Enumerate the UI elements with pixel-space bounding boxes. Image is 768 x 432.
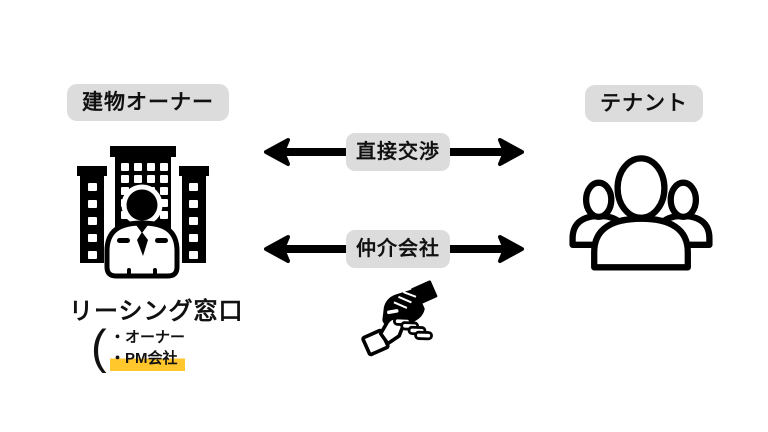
people-group-icon [569, 155, 713, 271]
broker-company-label: 仲介会社 [346, 230, 450, 268]
list-item-pm-company-highlighted: ・PM会社 [110, 348, 186, 371]
building-owner-badge: 建物オーナー [67, 84, 229, 121]
leasing-bullet-list: ・オーナー ・PM会社 [110, 327, 186, 371]
direct-negotiation-label: 直接交渉 [346, 133, 450, 171]
tenant-group-icon [569, 152, 713, 271]
building-owner-icon [77, 139, 209, 285]
left-parenthesis: ( [91, 320, 107, 373]
direct-negotiation-arrow: 直接交渉 [262, 133, 526, 171]
broker-company-arrow: 仲介会社 [262, 230, 526, 268]
handshake-icon [361, 280, 438, 357]
leasing-window-title: リーシング窓口 [69, 298, 244, 325]
handshake-icon [355, 278, 445, 358]
building-with-businessman-icon [77, 146, 209, 279]
list-item-owner: ・オーナー [110, 329, 186, 346]
tenant-badge: テナント [585, 85, 703, 122]
